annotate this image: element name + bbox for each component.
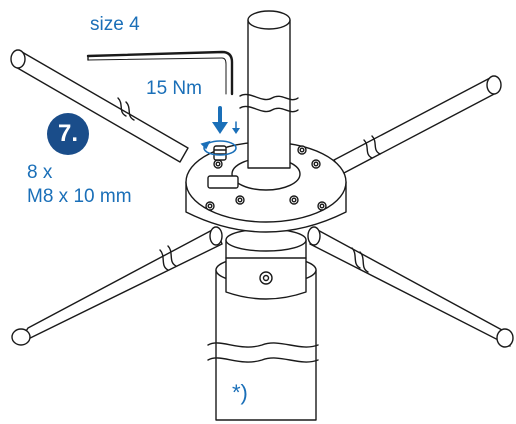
screw-count-label: 8 x <box>27 162 53 183</box>
upper-mast-tube <box>239 10 299 169</box>
footnote-marker: *) <box>232 380 248 405</box>
lower-collar <box>225 228 307 300</box>
arm-front-left <box>11 226 223 346</box>
arm-back-right <box>333 75 502 175</box>
torque-label: 15 Nm <box>146 78 202 99</box>
arm-front-right <box>307 226 514 348</box>
screw-spec-label: M8 x 10 mm <box>27 186 132 207</box>
step-number-badge: 7. <box>47 113 89 155</box>
arm-back-left <box>10 49 189 163</box>
down-arrow-icon <box>212 106 240 134</box>
hex-key-icon <box>86 50 234 96</box>
rotation-arrow-icon <box>200 140 237 156</box>
screw-icon <box>213 145 227 161</box>
tool-size-label: size 4 <box>90 14 140 35</box>
